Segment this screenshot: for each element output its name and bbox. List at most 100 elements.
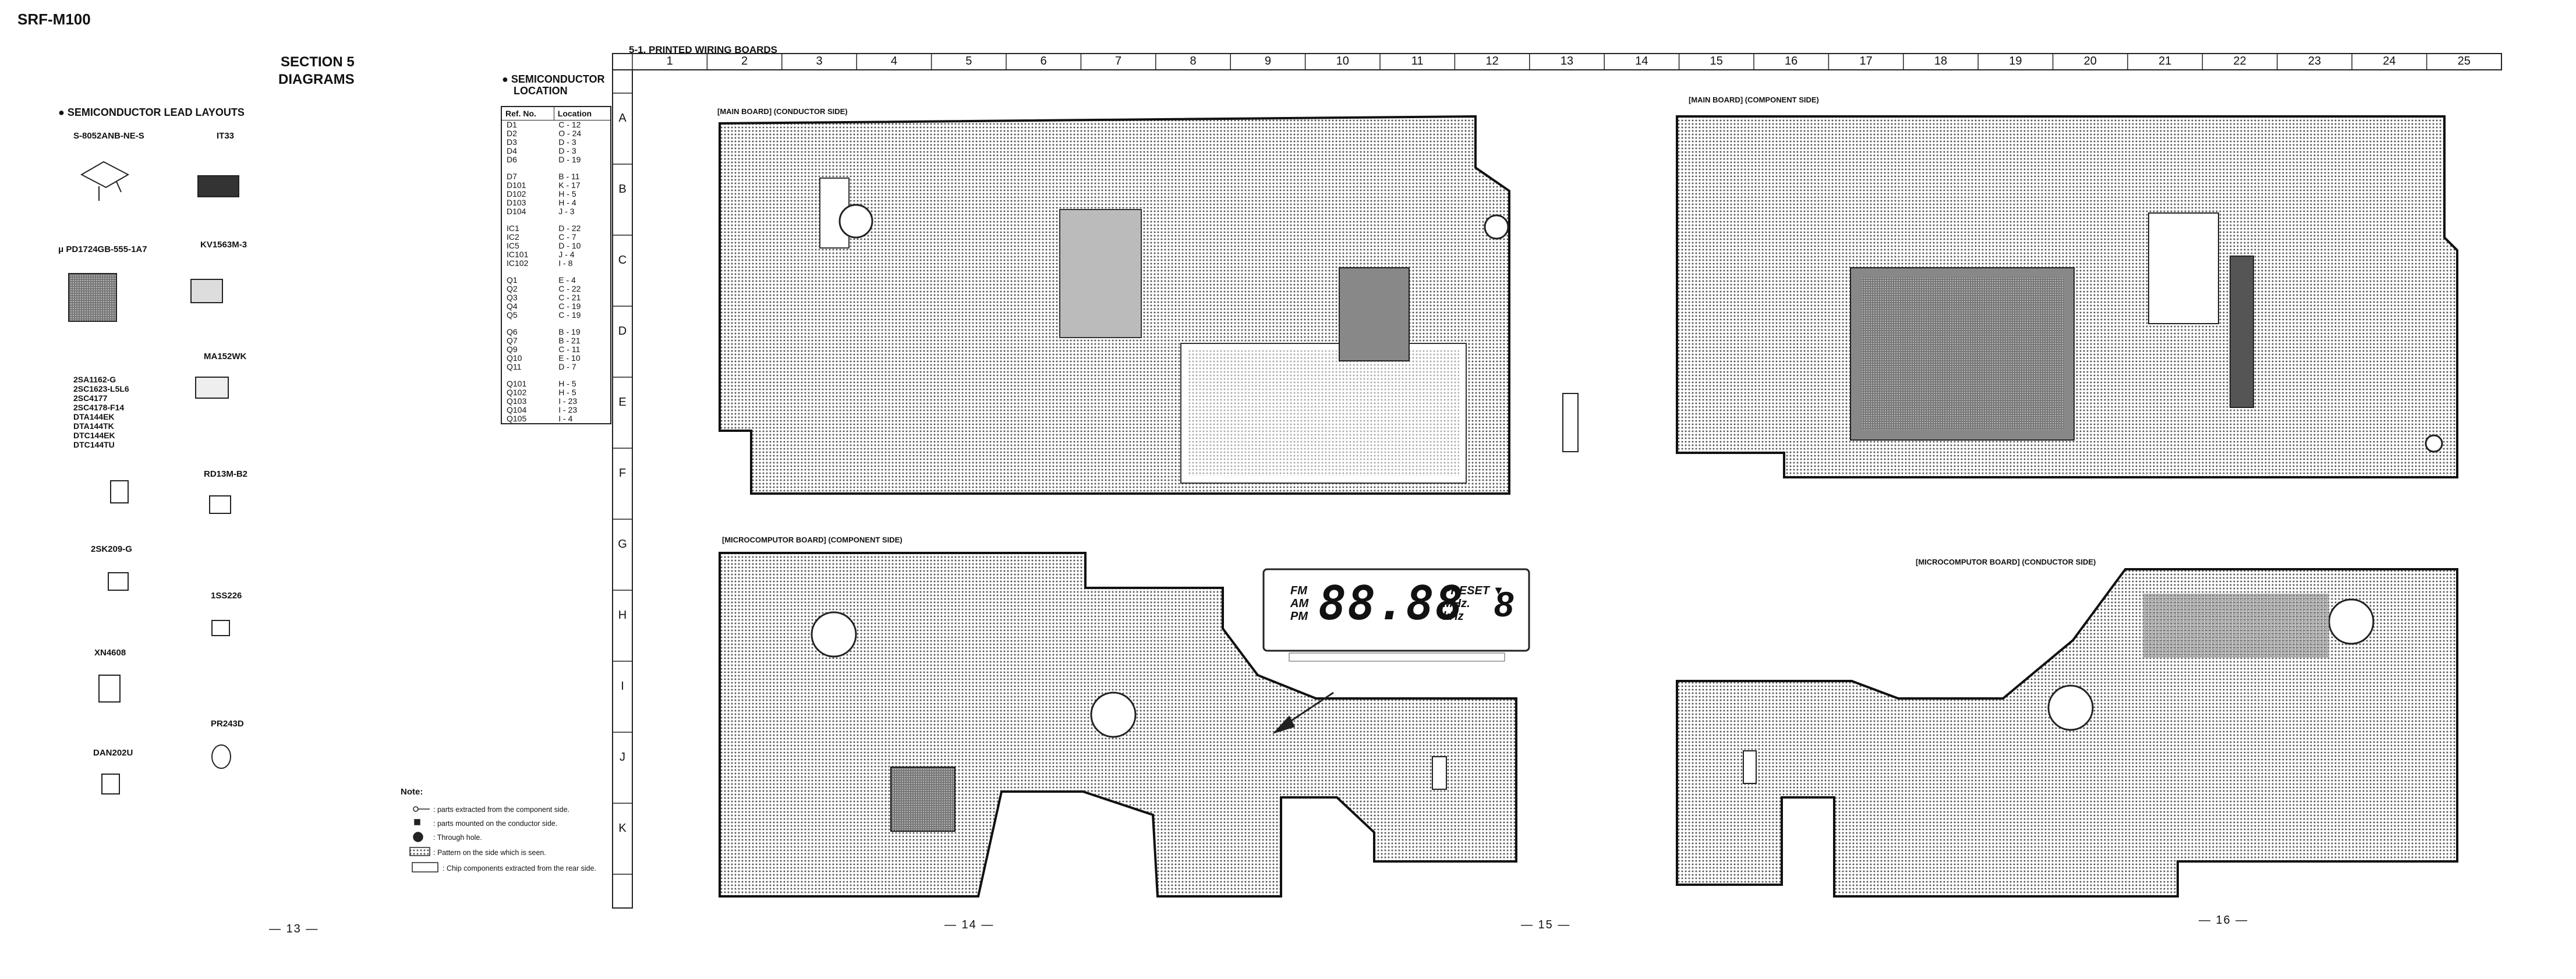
component-label-s8052: S-8052ANB-NE-S (73, 131, 144, 141)
location-cell: C - 12 (558, 120, 581, 129)
location-heading: ● SEMICONDUCTOR LOCATION (502, 73, 605, 97)
note-line: : Through hole. (433, 833, 482, 842)
grid-row-letter: F (618, 467, 627, 480)
board-label-main-conductor: [MAIN BOARD] (CONDUCTOR SIDE) (717, 107, 848, 116)
location-cell: E - 10 (558, 353, 581, 363)
grid-column-number: 21 (2159, 55, 2172, 68)
grid-row-letter: J (620, 751, 625, 764)
wiring-boards-title: 5-1. PRINTED WIRING BOARDS (629, 44, 778, 55)
main-board-component-side (1676, 115, 2458, 478)
lcd-fm: FM (1290, 584, 1307, 597)
transistor-list: 2SA1162-G 2SC1623-L5L6 2SC4177 2SC4178-F… (73, 375, 129, 449)
location-row: D7 B - 11 (501, 172, 611, 181)
lead-layouts-heading: ● SEMICONDUCTOR LEAD LAYOUTS (58, 107, 245, 118)
s8052-package-icon (80, 161, 130, 189)
lead-layout-sketches (68, 161, 239, 794)
ref-cell: IC2 (507, 232, 519, 242)
ref-cell: Q9 (507, 345, 518, 354)
ref-cell: D7 (507, 172, 517, 181)
ref-cell: D1 (507, 120, 517, 129)
grid-column-number: 9 (1264, 55, 1271, 68)
ref-cell: Q104 (507, 405, 527, 414)
ref-cell: Q1 (507, 275, 518, 285)
ref-cell: Q102 (507, 388, 527, 397)
ref-cell: IC102 (507, 258, 529, 268)
main-board-conductor-side (719, 115, 1579, 495)
ref-cell: D102 (507, 189, 526, 198)
note-line: : parts extracted from the component sid… (433, 806, 570, 814)
grid-row-letter: G (618, 538, 627, 551)
location-cell: C - 21 (558, 293, 581, 302)
location-row: D3 D - 3 (501, 138, 611, 147)
grid-column-number: 5 (965, 55, 972, 68)
ref-cell: D104 (507, 207, 526, 216)
component-label-kv: KV1563M-3 (200, 240, 247, 250)
grid-row-letter: C (618, 254, 627, 267)
location-cell: B - 11 (558, 172, 580, 181)
component-label-ma152: MA152WK (204, 352, 247, 361)
location-cell: O - 24 (558, 129, 582, 138)
column-header-ref: Ref. No. (501, 106, 554, 120)
transistor-item: DTC144TU (73, 440, 115, 449)
kv-package-icon (190, 279, 223, 303)
location-cell: B - 21 (558, 336, 581, 345)
grid-row-letter: E (618, 396, 627, 409)
grid-row-letter: B (618, 183, 627, 196)
transistor-item: DTA144EK (73, 412, 115, 421)
transistor-item: 2SC4178-F14 (73, 403, 125, 412)
grid-column-number: 11 (1411, 55, 1424, 68)
ma152-package-icon (195, 377, 229, 399)
component-label-it33: IT33 (217, 131, 235, 141)
grid-column-number: 10 (1336, 55, 1349, 68)
ref-cell: Q3 (507, 293, 518, 302)
pr243d-package-icon (211, 744, 231, 769)
grid-column-number: 3 (816, 55, 823, 68)
component-label-1ss226: 1SS226 (211, 591, 242, 601)
ref-cell: Q105 (507, 414, 527, 423)
ref-cell: Q103 (507, 396, 527, 406)
page-number-13: — 13 — (269, 923, 319, 935)
location-cell: D - 3 (558, 137, 576, 147)
ref-cell: IC5 (507, 241, 519, 250)
grid-column-number: 24 (2383, 55, 2396, 68)
lcd-channel: 8 (1494, 585, 1514, 624)
ref-cell: D3 (507, 137, 517, 147)
location-heading-line1: ● SEMICONDUCTOR (502, 73, 605, 85)
section-title-line1: SECTION 5 (281, 54, 355, 70)
grid-column-number: 4 (890, 55, 897, 68)
note-line: : parts mounted on the conductor side. (433, 820, 558, 828)
location-cell: D - 22 (558, 224, 581, 233)
dan202u-package-icon (101, 774, 120, 794)
model-number: SRF-M100 (17, 10, 91, 28)
location-cell: H - 4 (558, 198, 576, 207)
transistor-item: 2SC4177 (73, 393, 108, 403)
grid-column-number: 17 (1859, 55, 1873, 68)
grid-column-number: 7 (1115, 55, 1122, 68)
location-cell: C - 19 (558, 301, 581, 311)
location-row: D1 C - 12 (501, 120, 611, 130)
grid-column-number: 2 (741, 55, 748, 68)
location-heading-line2: LOCATION (514, 85, 568, 97)
location-cell: D - 7 (558, 362, 576, 371)
section-title-line2: DIAGRAMS (278, 72, 355, 87)
grid-column-number: 6 (1040, 55, 1047, 68)
board-label-micro-conductor: [MICROCOMPUTOR BOARD] (CONDUCTOR SIDE) (1916, 558, 2096, 566)
